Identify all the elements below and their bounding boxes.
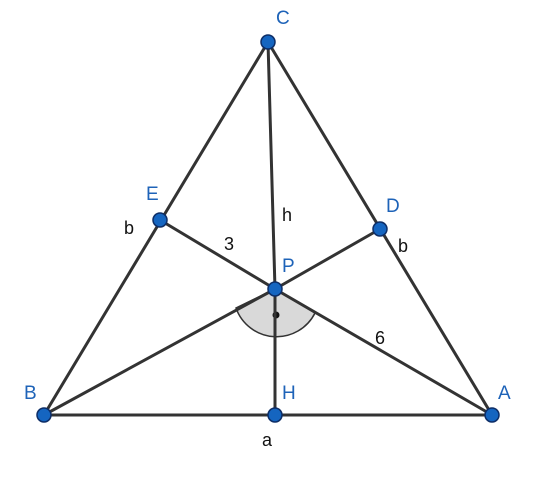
measure-BE: b bbox=[124, 218, 134, 238]
measure-PA: 6 bbox=[375, 328, 385, 348]
point-E bbox=[152, 212, 168, 228]
segment-BC bbox=[42, 40, 270, 417]
label-point-D: D bbox=[386, 196, 400, 217]
label-point-E: E bbox=[146, 184, 159, 205]
point-B bbox=[36, 407, 52, 423]
point-D bbox=[372, 221, 388, 237]
label-point-H: H bbox=[282, 383, 296, 404]
label-point-P: P bbox=[282, 256, 295, 277]
segment-PD bbox=[273, 227, 382, 291]
point-P bbox=[267, 281, 283, 297]
label-point-B: B bbox=[24, 383, 37, 404]
measure-DA: b bbox=[398, 236, 408, 256]
measure-EP: 3 bbox=[224, 234, 234, 254]
point-A bbox=[484, 407, 500, 423]
label-point-C: C bbox=[276, 8, 290, 29]
point-C bbox=[260, 34, 276, 50]
label-point-A: A bbox=[498, 383, 511, 404]
segment-PA bbox=[273, 287, 494, 417]
measure-BA: a bbox=[262, 430, 273, 450]
segment-EP bbox=[158, 218, 277, 291]
measure-CP: h bbox=[282, 205, 292, 225]
segment-BP bbox=[42, 287, 277, 417]
segment-CP bbox=[266, 40, 277, 291]
point-H bbox=[267, 407, 283, 423]
